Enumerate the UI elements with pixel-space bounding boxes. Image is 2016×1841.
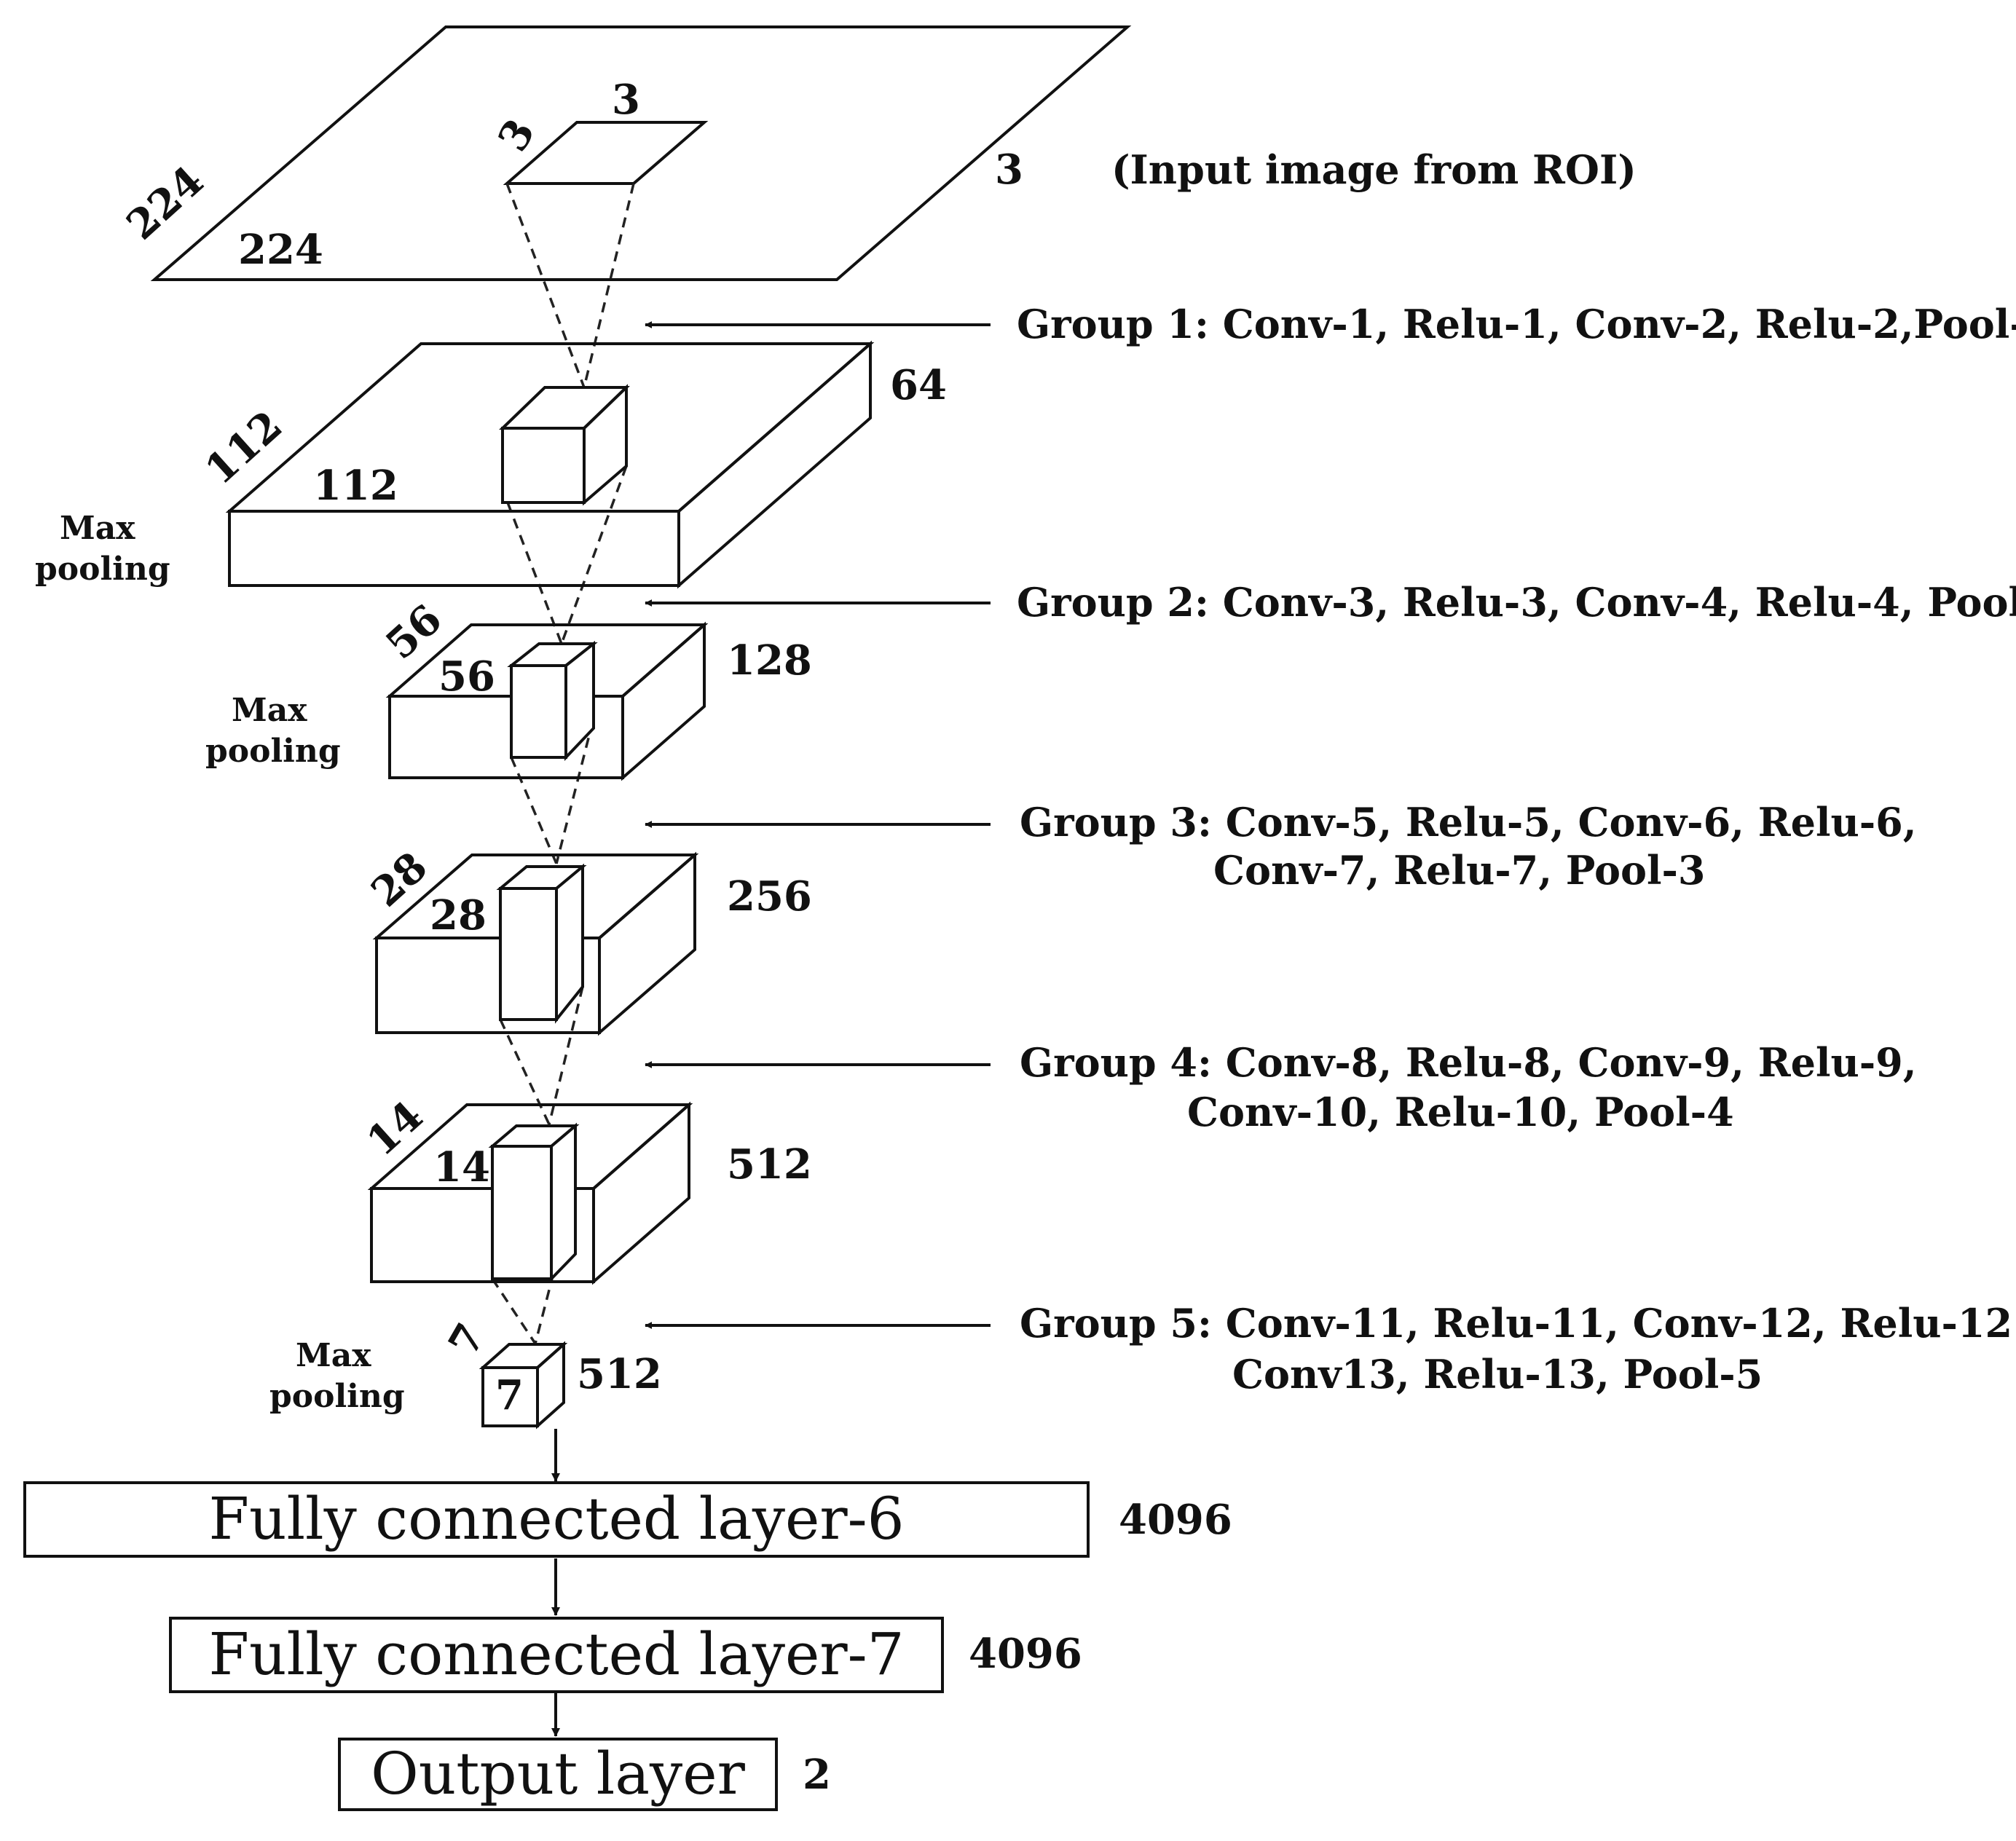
- block5-channels-label: 512: [577, 1350, 662, 1398]
- svg-text:Group 2: Conv-3, Relu-3, Conv-: Group 2: Conv-3, Relu-3, Conv-4, Relu-4,…: [1017, 579, 2016, 626]
- input-image-plane: 224 224 3 3 3 (Input image from ROI): [117, 25, 1637, 281]
- output-layer-units: 2: [803, 1751, 831, 1799]
- block3-channels-label: 256: [727, 872, 812, 921]
- svg-text:Group 5: Conv-11, Relu-11, Con: Group 5: Conv-11, Relu-11, Conv-12, Relu…: [1020, 1300, 2012, 1347]
- block5-depth-label: 7: [439, 1315, 495, 1364]
- output-layer: Output layer 2: [338, 1738, 831, 1811]
- svg-text:pooling: pooling: [205, 733, 341, 770]
- block4-channels-label: 512: [727, 1140, 812, 1188]
- group-1-annotation: Group 1: Conv-1, Relu-1, Conv-2, Relu-2,…: [645, 301, 2016, 347]
- fc-layer-7: Fully connected layer-7 4096: [169, 1617, 1082, 1693]
- svg-text:Conv13, Relu-13, Pool-5: Conv13, Relu-13, Pool-5: [1232, 1351, 1763, 1397]
- svg-text:Conv-7, Relu-7, Pool-3: Conv-7, Relu-7, Pool-3: [1213, 847, 1706, 894]
- conv-block-5: 7 7 512: [439, 1315, 662, 1430]
- block1-channels-label: 64: [890, 361, 947, 409]
- input-channels-label: 3: [995, 146, 1023, 194]
- svg-text:Max: Max: [296, 1337, 371, 1374]
- svg-text:Group 3: Conv-5, Relu-5, Conv-: Group 3: Conv-5, Relu-5, Conv-6, Relu-6,: [1020, 799, 1917, 845]
- block5-width-label: 7: [495, 1371, 524, 1419]
- block4-width-label: 14: [433, 1143, 490, 1191]
- svg-text:Max: Max: [60, 510, 135, 547]
- input-caption: (Input image from ROI): [1111, 146, 1637, 193]
- block2-width-label: 56: [438, 653, 495, 701]
- svg-text:Max: Max: [232, 692, 307, 729]
- kernel-top-label: 3: [612, 76, 640, 124]
- feature-cube-1: [499, 384, 630, 506]
- group-2-annotation: Group 2: Conv-3, Relu-3, Conv-4, Relu-4,…: [645, 579, 2016, 626]
- receptive-field-lines: [491, 183, 635, 1344]
- block1-depth-label: 112: [196, 401, 291, 494]
- feature-cube-2: [507, 640, 598, 762]
- svg-text:Fully connected layer-6: Fully connected layer-6: [208, 1485, 904, 1553]
- conv-block-4: 14 14 512: [358, 1092, 812, 1285]
- kernel-side-label: 3: [489, 111, 545, 159]
- svg-text:Group 1: Conv-1, Relu-1, Conv-: Group 1: Conv-1, Relu-1, Conv-2, Relu-2,…: [1017, 301, 2016, 347]
- input-width-label: 224: [117, 157, 213, 249]
- group-4-annotation: Group 4: Conv-8, Relu-8, Conv-9, Relu-9,…: [645, 1039, 1917, 1135]
- block3-width-label: 28: [430, 891, 487, 939]
- group-5-annotation: Group 5: Conv-11, Relu-11, Conv-12, Relu…: [645, 1300, 2012, 1397]
- input-height-label: 224: [238, 226, 323, 274]
- svg-text:Fully connected layer-7: Fully connected layer-7: [208, 1620, 904, 1688]
- block3-depth-label: 28: [362, 843, 436, 916]
- max-pooling-label-3: Max pooling: [269, 1337, 405, 1415]
- svg-text:Conv-10, Relu-10, Pool-4: Conv-10, Relu-10, Pool-4: [1187, 1089, 1734, 1135]
- fc-layer-6: Fully connected layer-6 4096: [23, 1481, 1232, 1558]
- fc-layer-6-units: 4096: [1119, 1496, 1232, 1544]
- feature-cube-3: [496, 863, 587, 1024]
- max-pooling-label-1: Max pooling: [35, 510, 170, 588]
- svg-text:pooling: pooling: [35, 551, 170, 588]
- svg-text:Group 4: Conv-8, Relu-8, Conv-: Group 4: Conv-8, Relu-8, Conv-9, Relu-9,: [1020, 1039, 1917, 1086]
- fc-layer-7-units: 4096: [969, 1630, 1082, 1678]
- block2-channels-label: 128: [727, 636, 812, 685]
- input-kernel: [503, 121, 709, 185]
- block1-width-label: 112: [313, 462, 398, 510]
- max-pooling-label-2: Max pooling: [205, 692, 341, 770]
- conv-block-3: 28 28 256: [362, 843, 812, 1036]
- group-3-annotation: Group 3: Conv-5, Relu-5, Conv-6, Relu-6,…: [645, 799, 1917, 894]
- feature-cube-4: [488, 1122, 580, 1282]
- conv-block-1: 112 112 64: [196, 340, 947, 589]
- block4-depth-label: 14: [358, 1092, 432, 1165]
- svg-text:Output layer: Output layer: [371, 1740, 745, 1808]
- conv-block-2: 56 56 128: [377, 595, 812, 781]
- svg-text:pooling: pooling: [269, 1378, 405, 1415]
